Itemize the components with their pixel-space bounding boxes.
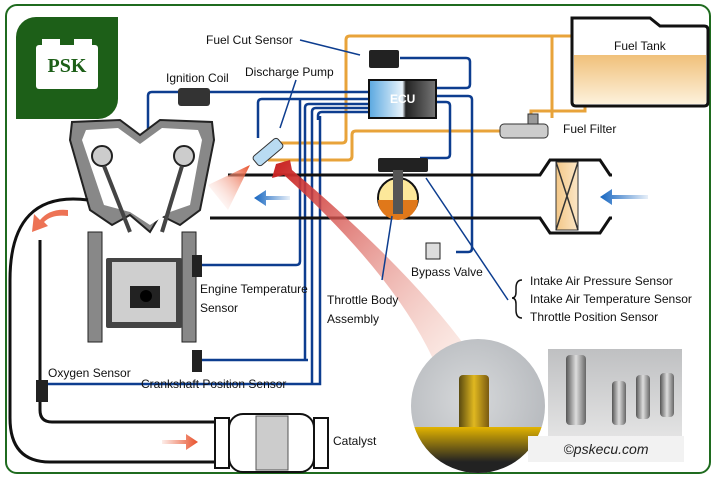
engine [68, 118, 216, 372]
injector-item [636, 375, 650, 419]
label-ecu: ECU [390, 92, 416, 106]
exhaust-arrow-left [32, 209, 68, 232]
injector-item [566, 355, 586, 425]
label-engine-temperature-sensor: Sensor [200, 301, 239, 315]
injector-base [411, 427, 545, 473]
highlight-arrow [272, 160, 468, 370]
pointer-lines [279, 39, 509, 301]
fuel-filter [499, 113, 549, 139]
label-discharge-pump: Discharge Pump [245, 65, 334, 79]
diagram-frame [5, 4, 711, 474]
intake-air-arrow-right [600, 189, 648, 205]
chip-icon: PSK [36, 39, 98, 89]
label-throttle-position-sensor: Throttle Position Sensor [530, 310, 659, 324]
catalyst-part [214, 413, 329, 473]
fuel-spray [208, 165, 250, 210]
injector [252, 137, 284, 167]
label-bypass-valve: Bypass Valve [411, 265, 483, 279]
fuel-tank [570, 16, 710, 108]
intake-air-arrow-left [254, 190, 290, 206]
label-fuel-cut-sensor: Fuel Cut Sensor [206, 33, 293, 47]
sensor-group-brace [511, 279, 523, 319]
ecu-box [368, 79, 437, 119]
label-fuel-filter: Fuel Filter [563, 122, 617, 136]
label-throttle-body-assembly: Assembly [327, 312, 380, 326]
fuel-cut-sensor [369, 50, 399, 68]
label-throttle-body: Throttle Body [327, 293, 399, 307]
oxygen-sensor-part [36, 380, 48, 402]
injector-item [612, 381, 626, 425]
throttle-body [377, 158, 441, 260]
injector-item [660, 373, 674, 417]
injector-cutaway-photo [411, 339, 545, 473]
injector-body [459, 375, 489, 433]
label-ignition-coil: Ignition Coil [166, 71, 229, 85]
copyright-text: ©pskecu.com [528, 436, 684, 462]
psk-logo: PSK [16, 17, 118, 119]
label-intake-air-pressure-sensor: Intake Air Pressure Sensor [530, 274, 673, 288]
label-engine-temperature: Engine Temperature [200, 282, 308, 296]
injectors-photo [548, 349, 682, 444]
air-filter-cross [555, 161, 579, 231]
label-catalyst: Catalyst [333, 434, 377, 448]
label-oxygen-sensor: Oxygen Sensor [48, 366, 131, 380]
exhaust-arrow-right [162, 434, 198, 450]
logo-text: PSK [47, 55, 87, 77]
exhaust-pipe [8, 197, 215, 464]
label-intake-air-temperature-sensor: Intake Air Temperature Sensor [530, 292, 692, 306]
ignition-coil-part [178, 88, 210, 106]
label-crankshaft-position-sensor: Crankshaft Position Sensor [141, 377, 287, 391]
intake-pipe [210, 158, 612, 235]
label-fuel-tank: Fuel Tank [614, 39, 666, 53]
